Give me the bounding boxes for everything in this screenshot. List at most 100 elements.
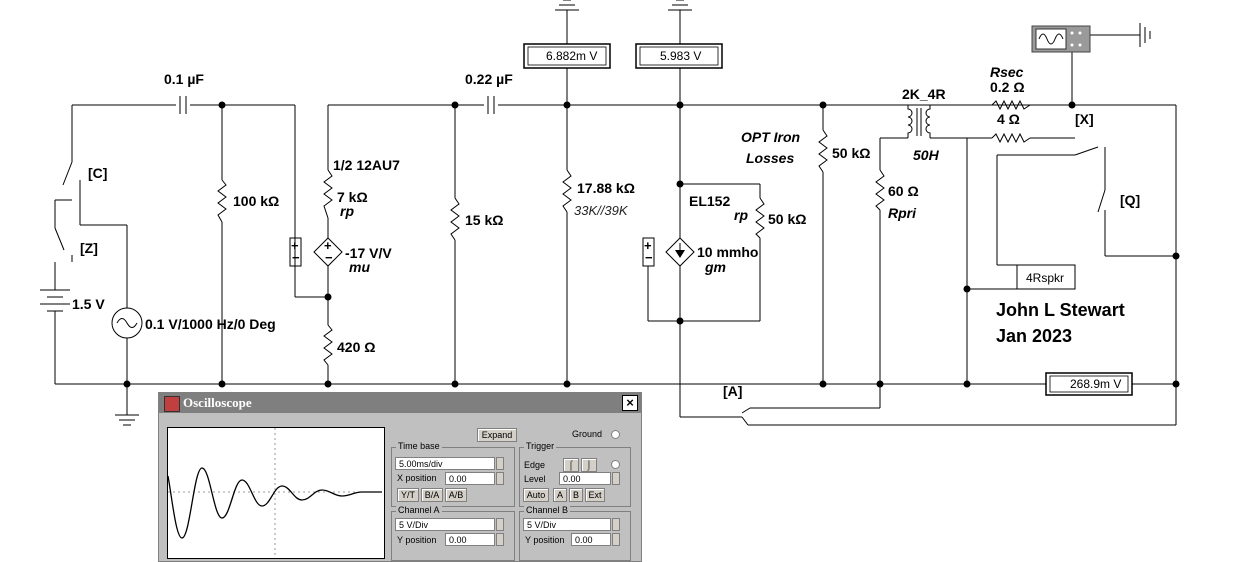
r420-label: 420 Ω xyxy=(337,339,375,355)
capacitor-c1 xyxy=(179,96,187,114)
rp2-label: rp xyxy=(734,207,748,223)
oscilloscope-app-icon xyxy=(164,396,180,412)
mu-label: mu xyxy=(349,259,370,275)
gm-label: gm xyxy=(704,259,726,275)
oscilloscope-title: Oscilloscope xyxy=(183,395,252,410)
wires xyxy=(54,10,1177,426)
trigger-group xyxy=(519,447,631,507)
r1788-note: 33K//39K xyxy=(574,203,629,218)
trigger-a-button[interactable]: A xyxy=(553,488,567,502)
ground-radio[interactable] xyxy=(611,430,620,439)
battery xyxy=(40,289,70,318)
falling-edge-button[interactable]: ⌡ xyxy=(581,458,597,472)
x-position-field[interactable]: 0.00 xyxy=(445,472,495,485)
svg-text:+: + xyxy=(291,238,299,253)
oscilloscope-window[interactable]: Oscilloscope × Expand Ground Time base 5… xyxy=(158,392,642,562)
node-q-label: [Q] xyxy=(1120,192,1140,208)
svg-text:−: − xyxy=(645,250,653,265)
speaker-label: 4Rspkr xyxy=(1026,271,1064,285)
el152-label: EL152 xyxy=(689,193,730,209)
capacitor-c2 xyxy=(487,96,495,114)
date-label: Jan 2023 xyxy=(996,326,1072,346)
node-z-label: [Z] xyxy=(80,240,98,256)
gain-label: -17 V/V xyxy=(345,245,392,261)
y-position-a-spinner[interactable] xyxy=(496,533,504,546)
ba-button[interactable]: B/A xyxy=(421,488,443,502)
level-field[interactable]: 0.00 xyxy=(559,472,611,485)
channel-a-field[interactable]: 5 V/Div xyxy=(395,518,495,531)
voltmeter-1: 6.882m V xyxy=(523,43,611,69)
voltmeter-3-reading: 268.9m V xyxy=(1070,377,1121,391)
scope-screen xyxy=(167,427,385,559)
y-position-b-field[interactable]: 0.00 xyxy=(571,533,611,546)
labels: 0.1 µF 0.22 µF 100 kΩ 1/2 12AU7 7 kΩ rp … xyxy=(72,64,1140,399)
switch-a xyxy=(741,416,749,426)
battery-label: 1.5 V xyxy=(72,296,105,312)
author-label: John L Stewart xyxy=(996,300,1125,320)
time-base-group xyxy=(391,447,515,507)
source-label: 0.1 V/1000 Hz/0 Deg xyxy=(145,316,276,332)
r50k-rp-label: 50 kΩ xyxy=(768,211,806,227)
oscilloscope-instrument-icon[interactable] xyxy=(1031,25,1091,53)
node-a-label: [A] xyxy=(723,383,742,399)
level-spinner[interactable] xyxy=(612,472,620,485)
r1788-label: 17.88 kΩ xyxy=(577,180,635,196)
voltmeter-3: 268.9m V xyxy=(1045,372,1133,396)
y-position-a-field[interactable]: 0.00 xyxy=(445,533,495,546)
speaker-box: 4Rspkr xyxy=(1016,264,1076,290)
rpri-value: 60 Ω xyxy=(888,183,919,199)
y-position-a-label: Y position xyxy=(397,535,437,545)
channel-b-spinner[interactable] xyxy=(612,518,620,531)
svg-text:−: − xyxy=(325,250,333,265)
junction-dots xyxy=(123,101,1180,388)
ground-symbols xyxy=(115,0,1151,426)
edge-label: Edge xyxy=(524,460,546,470)
svg-text:+: + xyxy=(324,238,332,253)
c1-label: 0.1 µF xyxy=(164,71,204,87)
channel-a-spinner[interactable] xyxy=(496,518,504,531)
opt-label-1: OPT Iron xyxy=(741,129,800,145)
edge-radio[interactable] xyxy=(611,460,620,469)
time-base-field[interactable]: 5.00ms/div xyxy=(395,457,495,470)
ext-button[interactable]: Ext xyxy=(585,488,605,502)
trigger-label: Trigger xyxy=(524,441,557,451)
vcvs-12au7: + − + − xyxy=(289,237,343,267)
rising-edge-button[interactable]: ⌠ xyxy=(563,458,579,472)
resistors xyxy=(217,99,1031,366)
voltmeter-2-reading: 5.983 V xyxy=(660,49,701,63)
ac-source xyxy=(111,307,143,339)
time-base-label: Time base xyxy=(396,441,442,451)
oscilloscope-titlebar[interactable]: Oscilloscope × xyxy=(159,393,641,413)
close-icon[interactable]: × xyxy=(622,395,638,411)
channel-b-field[interactable]: 5 V/Div xyxy=(523,518,611,531)
svg-text:−: − xyxy=(292,250,300,265)
tube-label: 1/2 12AU7 xyxy=(333,157,400,173)
trigger-b-button[interactable]: B xyxy=(569,488,583,502)
yt-button[interactable]: Y/T xyxy=(397,488,419,502)
voltmeter-2: 5.983 V xyxy=(635,43,723,69)
node-c-label: [C] xyxy=(88,165,107,181)
auto-button[interactable]: Auto xyxy=(523,488,549,502)
time-base-spinner[interactable] xyxy=(496,457,504,470)
switch-z xyxy=(54,199,73,262)
node-x-label: [X] xyxy=(1075,111,1094,127)
voltmeter-1-reading: 6.882m V xyxy=(546,49,597,63)
channel-b-label: Channel B xyxy=(524,505,571,515)
ab-button[interactable]: A/B xyxy=(445,488,467,502)
r50k-opt-label: 50 kΩ xyxy=(832,145,870,161)
rp1-label: rp xyxy=(340,203,354,219)
ground-label: Ground xyxy=(572,429,603,439)
rsec-value: 0.2 Ω xyxy=(990,79,1025,95)
r100k-label: 100 kΩ xyxy=(233,193,279,209)
y-position-b-spinner[interactable] xyxy=(612,533,620,546)
expand-button[interactable]: Expand xyxy=(477,428,517,442)
channel-a-label: Channel A xyxy=(396,505,442,515)
x-position-label: X position xyxy=(397,473,437,483)
y-position-b-label: Y position xyxy=(525,535,565,545)
r7k-label: 7 kΩ xyxy=(337,189,368,205)
xfmr-inductance: 50H xyxy=(913,147,940,163)
scope-trace xyxy=(167,428,382,556)
x-position-spinner[interactable] xyxy=(496,472,504,485)
r4-label: 4 Ω xyxy=(997,111,1020,127)
